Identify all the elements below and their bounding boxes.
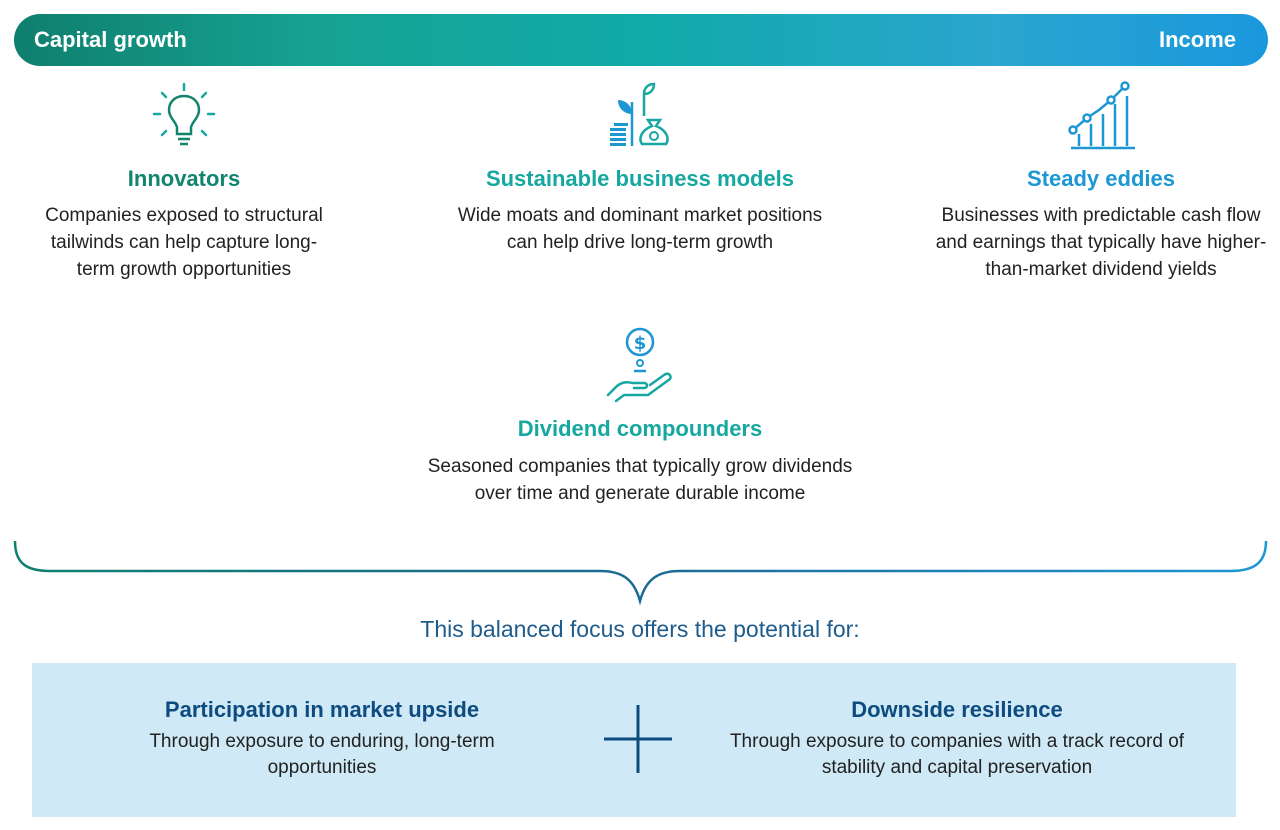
resilience-item: Downside resilience Through exposure to …	[702, 697, 1212, 781]
innovators-description: Companies exposed to structural tailwind…	[45, 205, 323, 280]
steady-eddies-title: Steady eddies	[1027, 166, 1175, 191]
dividend-compounders-title: Dividend compounders	[517, 416, 763, 441]
resilience-description: Through exposure to companies with a tra…	[729, 731, 1185, 778]
plant-money-bag-icon	[610, 82, 669, 146]
spectrum-left-label: Capital growth	[34, 27, 187, 52]
svg-text:$: $	[634, 333, 647, 354]
innovators-column: Innovators Companies exposed to structur…	[34, 80, 334, 280]
plus-icon	[604, 705, 672, 773]
resilience-title: Downside resilience	[851, 697, 1063, 722]
steady-eddies-description: Businesses with predictable cash flow an…	[935, 205, 1267, 280]
upside-description: Through exposure to enduring, long-term …	[149, 731, 495, 778]
lightbulb-icon	[152, 82, 216, 146]
spectrum-bar: Capital growth Income	[14, 14, 1268, 66]
dividend-compounders-description: Seasoned companies that typically grow d…	[427, 456, 853, 504]
growth-chart-icon	[1068, 81, 1135, 150]
summary-lead-text: This balanced focus offers the potential…	[420, 616, 860, 642]
innovators-title: Innovators	[127, 166, 241, 191]
dividend-compounders-column: $ Dividend compounders Seasoned companie…	[420, 325, 860, 504]
bracket-connector	[13, 540, 1268, 606]
summary-box: Participation in market upside Through e…	[32, 663, 1236, 817]
steady-eddies-column: Steady eddies Businesses with predictabl…	[930, 80, 1272, 280]
upside-title: Participation in market upside	[164, 697, 480, 722]
hand-dollar-coin-icon: $	[606, 327, 672, 403]
spectrum-right-label: Income	[1158, 27, 1236, 52]
sustainable-description: Wide moats and dominant market positions…	[457, 205, 823, 253]
sustainable-title: Sustainable business models	[485, 166, 795, 191]
sustainable-column: Sustainable business models Wide moats a…	[440, 80, 840, 253]
upside-item: Participation in market upside Through e…	[122, 697, 522, 781]
